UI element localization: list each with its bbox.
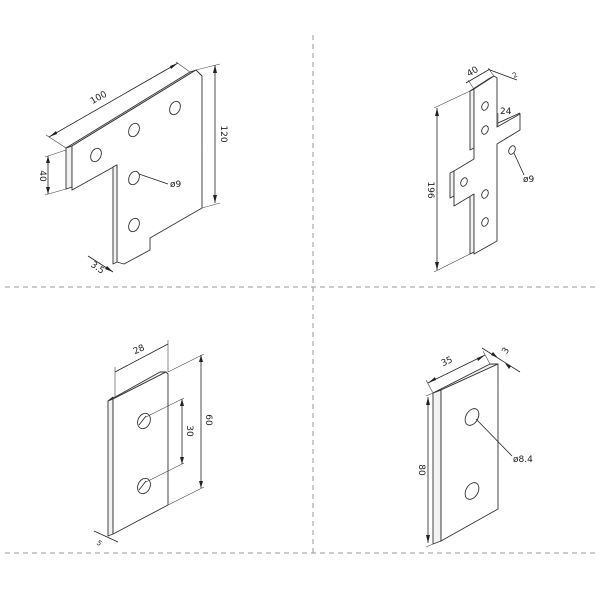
dim-cross-side-arm: 24 bbox=[500, 107, 512, 117]
dim-cross-width: 40 bbox=[466, 65, 481, 80]
dim-large-width: 35 bbox=[440, 355, 455, 369]
t-plate-drawing: 100 120 40 3.5 ø9 bbox=[37, 61, 228, 277]
dim-small-width: 28 bbox=[132, 343, 147, 357]
dim-small-height: 60 bbox=[203, 414, 213, 426]
dim-t-height: 120 bbox=[218, 125, 228, 142]
dim-cross-thickness: 2 bbox=[511, 71, 519, 80]
cross-plate-drawing: 40 2 24 196 ø9 bbox=[425, 65, 535, 273]
flat-plate-small-drawing: 28 30 60 5 bbox=[93, 340, 213, 548]
dim-cross-hole-diameter: ø9 bbox=[523, 175, 535, 185]
dim-small-thickness: 5 bbox=[95, 539, 103, 548]
dim-cross-height: 196 bbox=[425, 181, 435, 198]
dim-t-arm-height: 40 bbox=[37, 170, 47, 182]
dim-large-height: 80 bbox=[416, 464, 426, 476]
dim-large-hole-diameter: ø8.4 bbox=[513, 455, 533, 465]
dim-large-thickness: 3 bbox=[501, 346, 513, 356]
dim-t-thickness: 3.5 bbox=[88, 260, 105, 276]
dim-small-hole-spacing: 30 bbox=[184, 425, 194, 437]
dim-t-hole-diameter: ø9 bbox=[170, 180, 182, 190]
flat-plate-large-drawing: 35 3 80 ø8.4 bbox=[416, 346, 533, 548]
